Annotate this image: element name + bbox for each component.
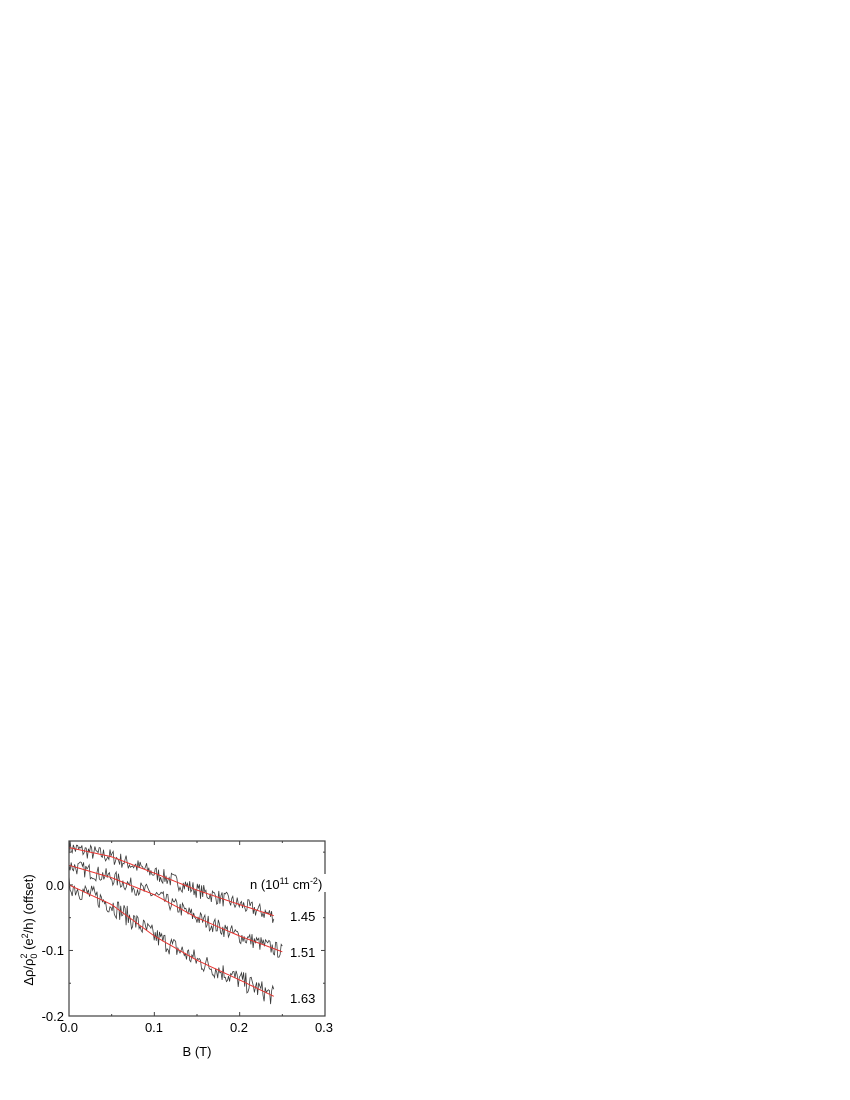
y-tick-label: 0.0 [46,878,64,893]
y-tick-label: -0.2 [42,1009,64,1024]
legend-title: n (1011 cm-2) [250,876,322,892]
legend-title-bg [248,874,348,892]
plot-area [68,841,283,1005]
data-trace-1.51 [68,861,283,958]
series-label-bg [287,988,321,1006]
series-label-1.45: 1.45 [290,909,315,924]
fit-curve-1.45 [68,847,274,917]
series-label-1.63: 1.63 [290,991,315,1006]
plot-frame [68,840,326,1017]
series-label-bg [287,906,321,924]
axis-ticks [68,841,326,1017]
x-tick-label: 0.1 [145,1020,163,1035]
x-tick-label: 0.2 [230,1020,248,1035]
x-tick-label: 0.0 [60,1020,78,1035]
x-tick-label: 0.3 [315,1020,333,1035]
fit-curve-1.51 [68,864,283,953]
y-axis-title: Δρ/ρ02 (e2/h) (offset) [19,874,39,985]
x-axis-title: B (T) [183,1044,212,1059]
y-tick-label: -0.1 [42,943,64,958]
data-trace-1.45 [68,841,275,923]
series-label-1.51: 1.51 [290,945,315,960]
series-label-bg [287,942,321,960]
fit-curve-1.63 [68,884,275,997]
